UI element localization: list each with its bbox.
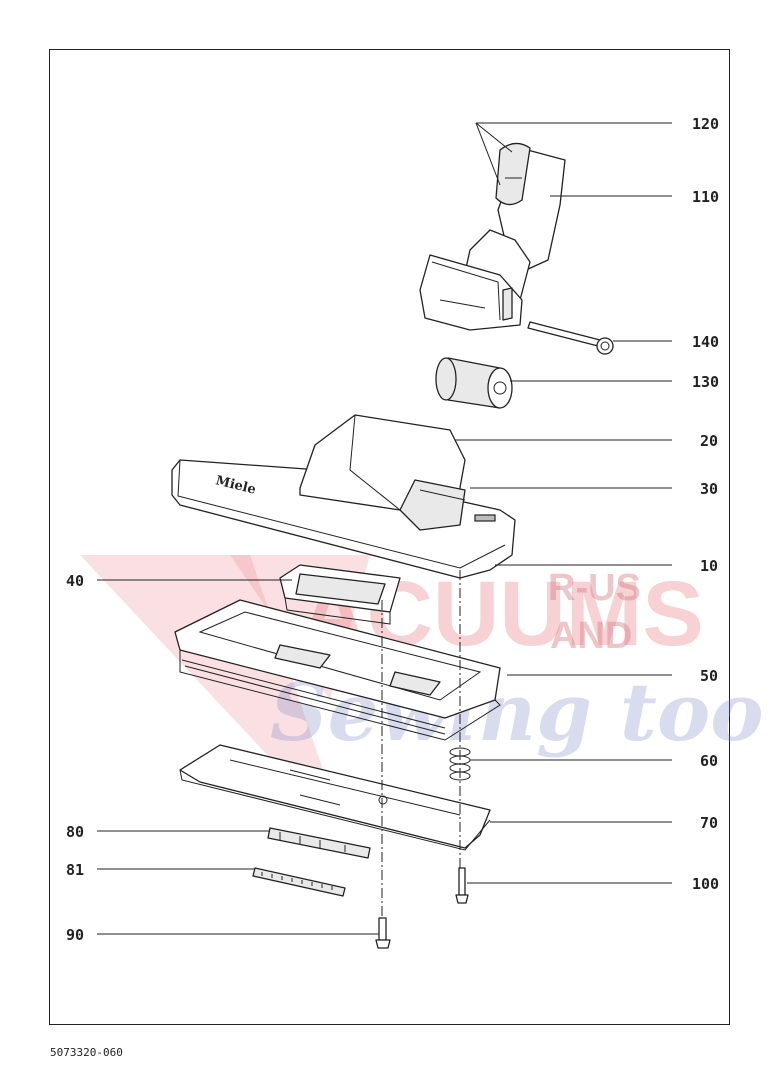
callout-70: 70 [700, 814, 718, 832]
part-100-screw [455, 867, 469, 904]
part-40-suction-frame [279, 564, 401, 625]
part-90-screw [375, 917, 391, 949]
part-10-20-housing: Miele [171, 414, 516, 579]
callout-100: 100 [692, 875, 719, 893]
callout-10: 10 [700, 557, 718, 575]
part-50-brush-plate [174, 599, 501, 741]
callout-120: 120 [692, 115, 719, 133]
leader-lines [97, 122, 672, 935]
watermark-and: AND [550, 615, 632, 657]
callout-110: 110 [692, 188, 719, 206]
drawing-frame [49, 49, 730, 1025]
callout-140: 140 [692, 333, 719, 351]
part-140-axle-pin [527, 321, 614, 355]
callout-90: 90 [66, 926, 84, 944]
callout-20: 20 [700, 432, 718, 450]
part-110-swivel-neck [419, 142, 566, 331]
callout-40: 40 [66, 572, 84, 590]
callout-30: 30 [700, 480, 718, 498]
callout-50: 50 [700, 667, 718, 685]
callout-81: 81 [66, 861, 84, 879]
callout-60: 60 [700, 752, 718, 770]
part-70-base-plate [179, 744, 491, 851]
part-81-strip [252, 867, 346, 897]
document-number: 5073320-060 [50, 1046, 123, 1059]
callout-130: 130 [692, 373, 719, 391]
callout-80: 80 [66, 823, 84, 841]
part-130-roller [435, 357, 513, 409]
watermark-rus: R-US [548, 567, 641, 609]
part-80-strip [267, 827, 371, 859]
